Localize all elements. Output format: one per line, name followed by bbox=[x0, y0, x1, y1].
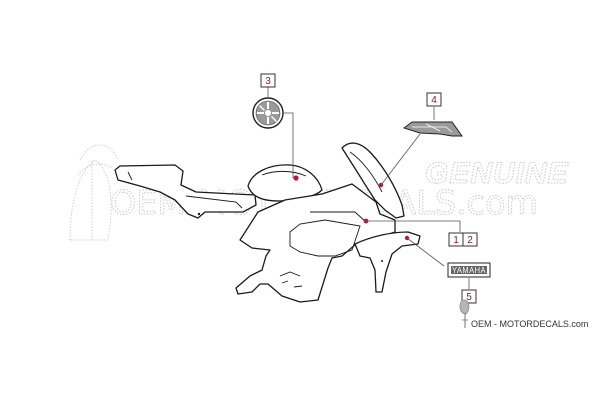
leader-lines bbox=[267, 87, 470, 289]
tank-cover bbox=[247, 164, 323, 202]
footer-brand: OEM - MOTORDECALS.com bbox=[459, 299, 588, 329]
leader-4-to-cowl bbox=[380, 133, 421, 186]
callout-2: 2 bbox=[462, 232, 478, 247]
wing-decal bbox=[402, 121, 463, 137]
front-cowl bbox=[341, 142, 405, 219]
watermark-logo-mark bbox=[69, 144, 119, 241]
callout-5-label: 5 bbox=[466, 292, 472, 303]
callout-4-label: 4 bbox=[431, 95, 437, 106]
callout-2-label: 2 bbox=[467, 235, 473, 246]
callout-4: 4 bbox=[426, 92, 442, 107]
leader-5-to-cowl bbox=[406, 237, 445, 267]
leader-3-to-tank bbox=[282, 112, 294, 178]
callout-1: 1 bbox=[448, 232, 464, 247]
decal-location-3 bbox=[293, 175, 299, 181]
leader-1-2 bbox=[366, 220, 461, 232]
watermark-genuine-text: GENUINE bbox=[425, 157, 569, 190]
lower-cowl bbox=[354, 231, 421, 293]
yamaha-decal-text: YAMAHA bbox=[452, 266, 486, 275]
brand-logo-icon bbox=[459, 299, 470, 328]
footer-text: OEM - MOTORDECALS.com bbox=[471, 319, 588, 329]
side-fairing bbox=[235, 183, 396, 303]
callout-1-label: 1 bbox=[453, 235, 459, 246]
callout-3-label: 3 bbox=[265, 76, 271, 87]
tuning-fork-emblem-icon bbox=[252, 97, 284, 129]
tail-cowl bbox=[114, 164, 257, 219]
callout-3: 3 bbox=[260, 73, 276, 88]
yamaha-decal: YAMAHA bbox=[447, 262, 491, 278]
